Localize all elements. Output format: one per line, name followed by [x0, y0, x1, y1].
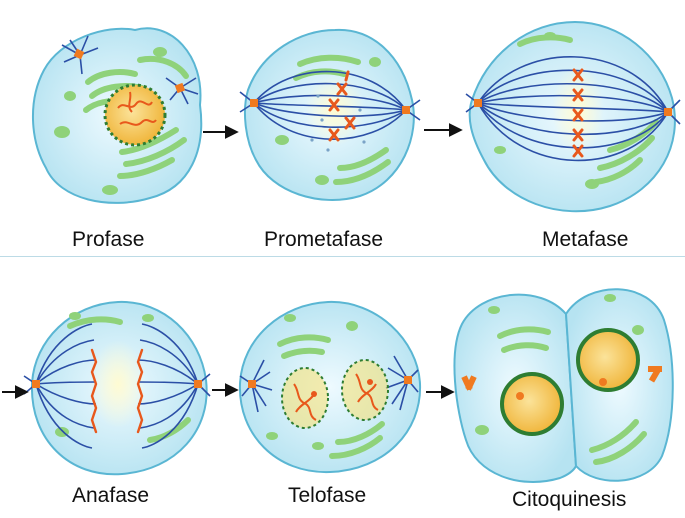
- cell-telofase: [238, 300, 422, 474]
- cell-metafase: [465, 20, 681, 213]
- nucleus: [103, 83, 167, 147]
- cell-profase: [31, 27, 203, 204]
- label-metafase: Metafase: [542, 228, 629, 251]
- nucleus: [576, 328, 640, 392]
- nucleus: [341, 359, 389, 421]
- label-profase: Profase: [72, 228, 145, 251]
- label-prometafase: Prometafase: [264, 228, 384, 251]
- nucleus: [281, 367, 329, 429]
- cell-anafase: [23, 300, 211, 476]
- cell-prometafase: [239, 28, 421, 201]
- label-anafase: Anafase: [72, 484, 150, 507]
- row-divider: [0, 256, 685, 257]
- nucleus: [500, 372, 564, 436]
- label-citoquinesis: Citoquinesis: [512, 488, 627, 511]
- label-telofase: Telofase: [288, 484, 367, 507]
- cell-citoquinesis: [453, 288, 674, 483]
